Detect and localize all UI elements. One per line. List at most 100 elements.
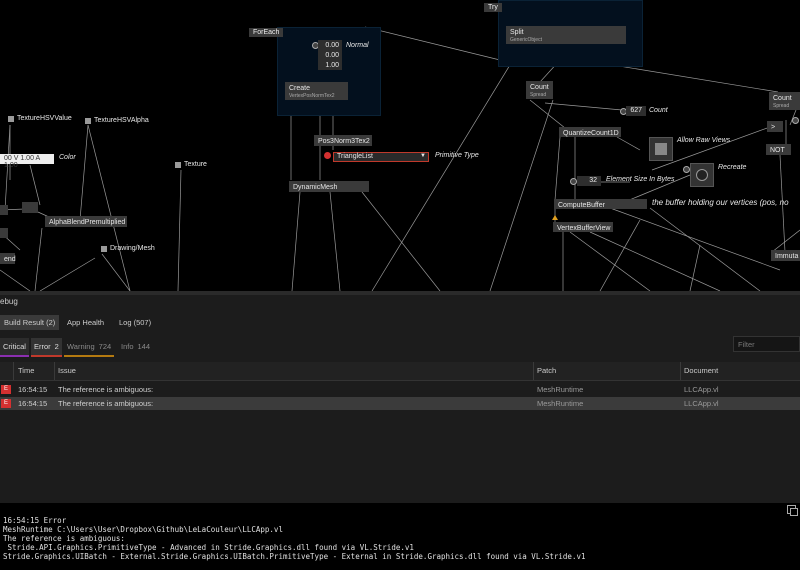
texture-hsv-value-pin-icon bbox=[8, 116, 14, 122]
create-node-subtitle: VertexPosNormTex2 bbox=[289, 93, 335, 99]
element-size-iobox[interactable]: 32 bbox=[577, 176, 601, 186]
vertex-buffer-view-node[interactable]: VertexBufferView bbox=[553, 222, 613, 232]
split-node-title: Split bbox=[510, 29, 524, 36]
allow-raw-views-label: Allow Raw Views bbox=[677, 137, 731, 144]
immutable-node[interactable]: Immuta bbox=[771, 250, 800, 261]
issues-table-header: Time Issue Patch Document bbox=[0, 362, 800, 381]
row-patch: MeshRuntime bbox=[537, 399, 584, 408]
blend-node[interactable]: end bbox=[0, 253, 16, 264]
normal-y[interactable]: 0.00 bbox=[325, 52, 339, 59]
split-node[interactable]: Split GenericObject bbox=[506, 26, 626, 44]
issue-detail-pane: 16:54:15 Error MeshRuntime C:\Users\User… bbox=[0, 503, 800, 570]
column-separator bbox=[54, 362, 55, 380]
right-pin-icon bbox=[792, 117, 799, 124]
table-row-selected[interactable]: E 16:54:15 The reference is ambiguous: M… bbox=[0, 397, 800, 410]
error-badge-icon: E bbox=[1, 399, 11, 408]
recreate-pin-icon bbox=[683, 166, 690, 173]
cut-node-2[interactable] bbox=[0, 228, 8, 238]
create-node-title: Create bbox=[289, 85, 311, 92]
count-node-title: Count bbox=[530, 84, 549, 91]
pos3norm3tex2-node-title: Pos3Norm3Tex2 bbox=[318, 138, 370, 145]
compute-buffer-node-title: ComputeBuffer bbox=[558, 202, 605, 209]
filter-input[interactable]: Filter bbox=[733, 336, 800, 352]
count-node-right[interactable]: Count Spread bbox=[769, 92, 800, 110]
compute-buffer-node[interactable]: ComputeBuffer bbox=[554, 199, 647, 209]
row-issue: The reference is ambiguous: bbox=[58, 385, 154, 394]
color-iobox[interactable]: 00 V 1.00 A 1.00 bbox=[0, 154, 54, 169]
greater-than-node-title: > bbox=[771, 124, 776, 131]
filter-error-count: 2 bbox=[54, 342, 59, 351]
filter-info-count: 144 bbox=[137, 342, 151, 351]
not-node[interactable]: NOT bbox=[766, 144, 791, 155]
row-time: 16:54:15 bbox=[18, 399, 48, 408]
drawing-mesh-pin-icon bbox=[101, 246, 107, 252]
dynamic-mesh-node[interactable]: DynamicMesh bbox=[289, 181, 369, 192]
pos3norm3tex2-node[interactable]: Pos3Norm3Tex2 bbox=[314, 135, 372, 146]
dynamic-mesh-node-title: DynamicMesh bbox=[293, 184, 338, 191]
tab-log[interactable]: Log (507) bbox=[119, 318, 152, 327]
row-issue: The reference is ambiguous: bbox=[58, 399, 154, 408]
vertex-buffer-view-node-title: VertexBufferView bbox=[557, 225, 611, 232]
texture-label: Texture bbox=[184, 161, 207, 168]
primitive-type-label: Primitive Type bbox=[435, 152, 479, 159]
normal-z[interactable]: 1.00 bbox=[325, 62, 339, 69]
buffer-comment: the buffer holding our vertices (pos, no bbox=[652, 198, 789, 207]
alpha-blend-node[interactable]: AlphaBlendPremultiplied bbox=[45, 216, 127, 227]
panel-splitter[interactable] bbox=[0, 291, 800, 295]
column-time[interactable]: Time bbox=[18, 366, 35, 375]
quantize-count-node-title: QuantizeCount1D bbox=[563, 130, 619, 137]
copy-icon[interactable] bbox=[787, 505, 798, 516]
warning-marker-icon bbox=[552, 215, 558, 220]
texture-hsv-value-label: TextureHSVValue bbox=[17, 115, 72, 122]
filter-warning-label: Warning bbox=[67, 342, 95, 351]
greater-than-node[interactable]: > bbox=[767, 121, 783, 132]
detail-line: MeshRuntime C:\Users\User\Dropbox\Github… bbox=[3, 525, 283, 534]
normal-label: Normal bbox=[346, 42, 369, 49]
blend-node-title: end bbox=[4, 256, 16, 263]
column-separator bbox=[680, 362, 681, 380]
detail-line: 16:54:15 Error bbox=[3, 516, 67, 525]
detail-line: Stride.Graphics.UIBatch - External.Strid… bbox=[3, 552, 586, 561]
error-marker-icon bbox=[324, 152, 331, 159]
column-separator bbox=[13, 362, 14, 380]
element-size-label: Element Size In Bytes bbox=[606, 176, 675, 183]
primitive-type-enum[interactable]: TriangleList ▼ bbox=[333, 152, 429, 162]
cut-node[interactable] bbox=[0, 205, 8, 215]
primitive-type-value: TriangleList bbox=[337, 153, 373, 160]
count-node-right-subtitle: Spread bbox=[773, 103, 790, 109]
table-row[interactable]: E 16:54:15 The reference is ambiguous: M… bbox=[0, 383, 800, 396]
allow-raw-views-toggle[interactable] bbox=[649, 137, 673, 161]
normal-x[interactable]: 0.00 bbox=[325, 42, 339, 49]
row-document: LLCApp.vl bbox=[684, 385, 719, 394]
small-node[interactable] bbox=[22, 202, 38, 213]
column-document[interactable]: Document bbox=[684, 366, 719, 375]
column-separator bbox=[533, 362, 534, 380]
filter-critical[interactable]: Critical bbox=[0, 338, 29, 357]
quantize-count-node[interactable]: QuantizeCount1D bbox=[559, 127, 621, 137]
texture-hsv-alpha-pin-icon bbox=[85, 118, 91, 124]
filter-error-label: Error bbox=[34, 342, 51, 351]
foreach-region-label[interactable]: ForEach bbox=[249, 28, 284, 37]
recreate-bang[interactable] bbox=[690, 163, 714, 187]
normal-vector-iobox[interactable]: 0.00 0.00 1.00 bbox=[318, 40, 342, 70]
not-node-title: NOT bbox=[770, 147, 785, 154]
tab-build-result[interactable]: Build Result (2) bbox=[0, 315, 60, 330]
column-patch[interactable]: Patch bbox=[537, 366, 557, 375]
chevron-down-icon: ▼ bbox=[420, 153, 426, 159]
count-value-iobox[interactable]: 627 bbox=[626, 106, 646, 116]
alpha-blend-node-title: AlphaBlendPremultiplied bbox=[49, 219, 126, 226]
try-region-label[interactable]: Try bbox=[484, 3, 502, 12]
column-issue[interactable]: Issue bbox=[58, 366, 76, 375]
tab-app-health[interactable]: App Health bbox=[67, 318, 105, 327]
count-node[interactable]: Count Spread bbox=[526, 81, 553, 99]
row-patch: MeshRuntime bbox=[537, 385, 584, 394]
immutable-node-title: Immuta bbox=[775, 253, 799, 260]
patch-canvas[interactable]: ForEach Try 0.00 0.00 1.00 Normal Create… bbox=[0, 0, 800, 291]
recreate-label: Recreate bbox=[718, 164, 747, 171]
create-node[interactable]: Create VertexPosNormTex2 bbox=[285, 82, 348, 100]
error-badge-icon: E bbox=[1, 385, 11, 394]
color-label: Color bbox=[59, 154, 76, 161]
